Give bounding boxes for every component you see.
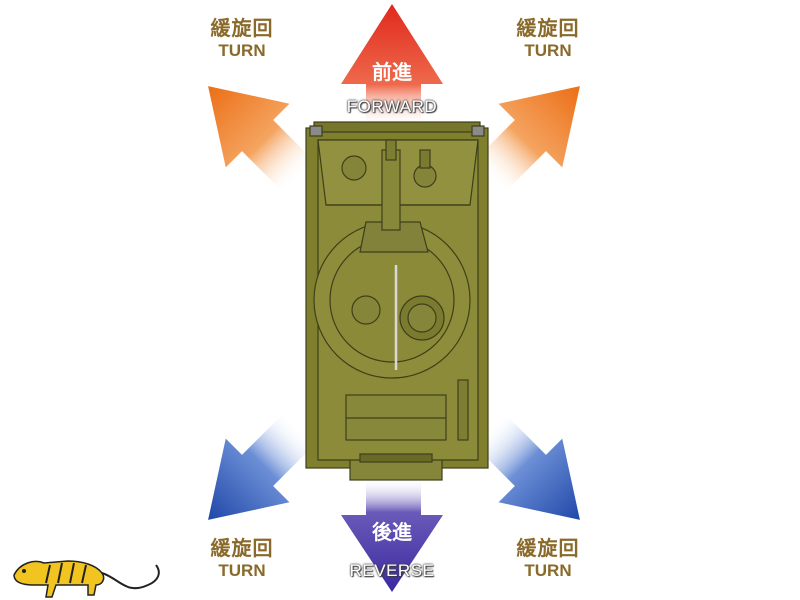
turn-arrow-bottom-left — [208, 412, 316, 520]
forward-arrow — [341, 4, 443, 128]
reverse-arrow — [341, 478, 443, 592]
turn-label-jp: 緩旋回 — [210, 16, 274, 40]
reverse-label-jp: 後進 — [372, 520, 412, 544]
turn-label-en: TURN — [218, 41, 266, 60]
turn-label-en: TURN — [524, 41, 572, 60]
forward-label-jp: 前進 — [372, 60, 412, 84]
tiger-logo-icon — [13, 560, 160, 598]
forward-label-en: FORWARD — [346, 97, 438, 116]
turn-label-bottom-left: 緩旋回 TURN — [197, 538, 287, 579]
turn-label-jp: 緩旋回 — [210, 536, 274, 560]
turn-arrow-top-right — [472, 86, 580, 194]
turn-arrow-bottom-right — [472, 412, 580, 520]
turn-label-jp: 緩旋回 — [516, 536, 580, 560]
turn-label-top-left: 緩旋回 TURN — [197, 18, 287, 59]
turn-label-jp: 緩旋回 — [516, 16, 580, 40]
tank-top-view — [305, 121, 489, 481]
turn-label-bottom-right: 緩旋回 TURN — [503, 538, 593, 579]
turn-label-en: TURN — [524, 561, 572, 580]
reverse-label-en: REVERSE — [349, 561, 435, 580]
turn-arrow-top-left — [208, 86, 316, 194]
turn-label-en: TURN — [218, 561, 266, 580]
turn-label-top-right: 緩旋回 TURN — [503, 18, 593, 59]
